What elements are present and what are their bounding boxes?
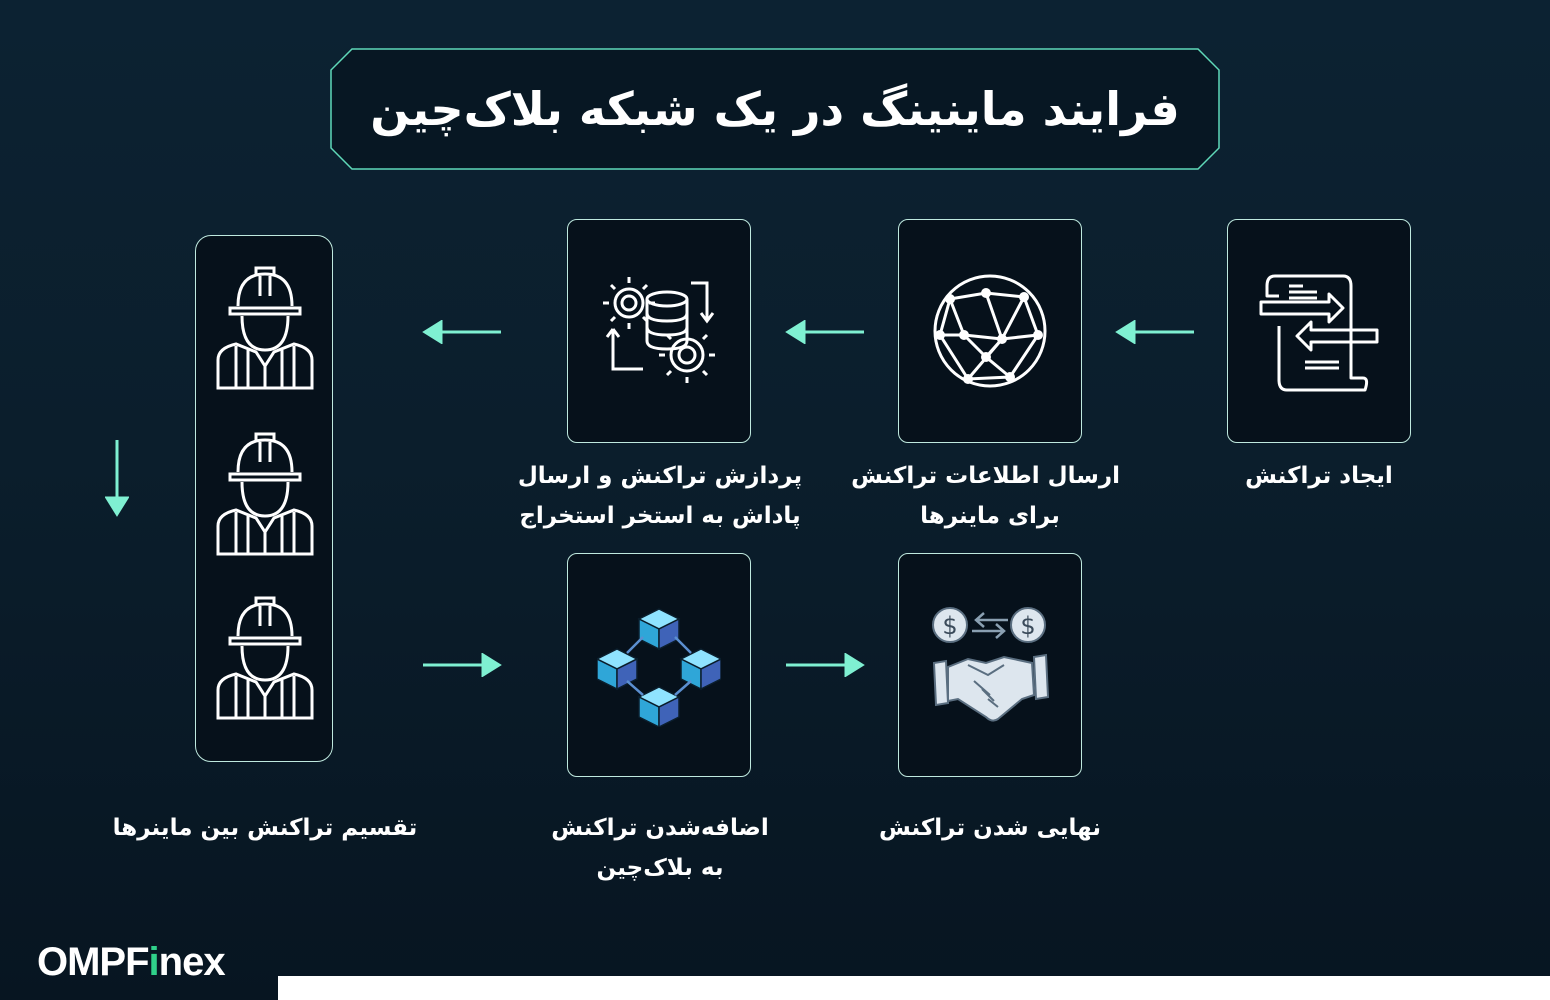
arrow-left-icon [422,320,501,344]
brand-suffix: nex [158,940,226,984]
arrow-down-icon [105,440,129,517]
brand-accent: i [148,940,160,984]
label-processing-line1: پردازش تراکنش و ارسال [517,463,803,489]
title-banner: فرایند ماینینگ در یک شبکه بلاک‌چین [330,48,1220,170]
label-send-info-line2: برای ماینرها [920,503,1060,529]
miner-icon [216,266,314,390]
label-add-blockchain-line2: به بلاک‌چین [596,855,724,881]
brand-prefix: OMPF [37,940,150,984]
label-processing-line2: پاداش به استخر استخراج [519,503,801,529]
brand-logo: OMPFinex [37,940,226,985]
arrow-right-icon [423,653,502,677]
label-add-blockchain-line1: اضافه‌شدن تراکنش [551,815,769,841]
bottom-bar [278,976,1550,1000]
arrow-right-icon [786,653,865,677]
card-add-blockchain [567,553,751,777]
svg-text:$: $ [942,612,957,640]
label-create-transaction: ایجاد تراکنش [1245,463,1393,489]
document-transfer-icon [1259,274,1379,392]
card-create-transaction [1227,219,1411,443]
arrow-left-icon [785,320,864,344]
label-distribute: تقسیم تراکنش بین ماینرها [112,815,418,841]
gears-database-icon [603,277,715,383]
handshake-dollar-icon: $ $ [932,607,1050,722]
page-title: فرایند ماینینگ در یک شبکه بلاک‌چین [370,82,1180,136]
svg-text:$: $ [1020,612,1035,640]
miner-icon [216,596,314,720]
card-processing [567,219,751,443]
label-add-blockchain: اضافه‌شدن تراکنش به بلاک‌چین [530,808,790,888]
label-processing: پردازش تراکنش و ارسال پاداش به استخر است… [510,456,810,536]
blockchain-cubes-icon [597,608,721,727]
label-finalize: نهایی شدن تراکنش [878,815,1101,841]
label-send-info-line1: ارسال اطلاعات تراکنش [851,463,1120,489]
card-finalize: $ $ [898,553,1082,777]
card-send-info [898,219,1082,443]
arrow-left-icon [1115,320,1194,344]
label-send-info: ارسال اطلاعات تراکنش برای ماینرها [851,456,1120,536]
globe-network-icon [933,274,1047,388]
miner-icon [216,432,314,556]
miners-panel [195,235,333,762]
